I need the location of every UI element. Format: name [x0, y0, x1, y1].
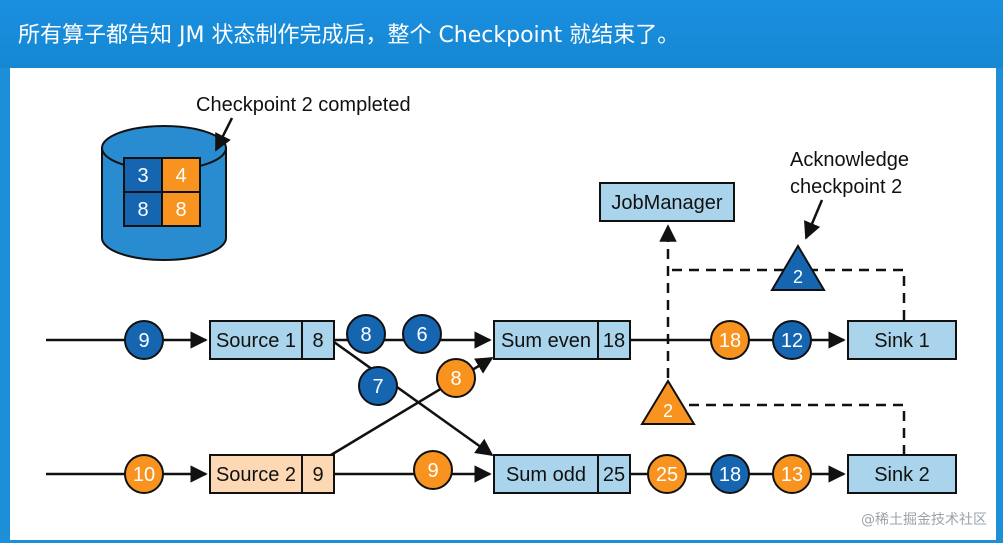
record-s1-even-b: 6 — [402, 314, 442, 354]
ack-caption-line1: Acknowledge — [790, 149, 909, 171]
svg-text:18: 18 — [719, 330, 741, 352]
svg-text:7: 7 — [372, 376, 383, 398]
ack-line-sink1 — [668, 268, 906, 320]
svg-text:8: 8 — [360, 324, 371, 346]
svg-text:6: 6 — [416, 324, 427, 346]
svg-text:9: 9 — [427, 460, 438, 482]
storage-caption-arrow — [214, 117, 234, 152]
svg-text:18: 18 — [719, 464, 741, 486]
record-even-out-b: 12 — [772, 320, 812, 360]
record-s2-even: 8 — [436, 358, 476, 398]
storage-cell-2-value: 4 — [175, 165, 186, 187]
storage-cell-1 — [123, 157, 163, 193]
storage-cell-4 — [161, 191, 201, 227]
ack-line-sink2 — [668, 403, 906, 455]
record-odd-out-a: 25 — [647, 454, 687, 494]
record-s1-odd: 7 — [358, 366, 398, 406]
record-s2-odd: 9 — [413, 450, 453, 490]
source1-state: 8 — [312, 330, 323, 352]
sink2-operator: Sink 2 — [847, 454, 957, 494]
storage-cell-1-value: 3 — [137, 165, 148, 187]
barrier-mid-label: 2 — [663, 401, 673, 421]
sink2-label: Sink 2 — [874, 464, 930, 486]
svg-text:25: 25 — [656, 464, 678, 486]
sumeven-state: 18 — [603, 330, 625, 352]
barrier-top: 2 — [770, 244, 826, 291]
sumodd-operator: Sum odd 25 — [493, 454, 631, 494]
record-odd-out-c: 13 — [772, 454, 812, 494]
record-odd-out-b: 18 — [710, 454, 750, 494]
ack-caption-arrow — [804, 199, 824, 240]
slide-title: 所有算子都告知 JM 状态制作完成后，整个 Checkpoint 就结束了。 — [18, 23, 680, 48]
record-s1-even-a: 8 — [346, 314, 386, 354]
source2-label: Source 2 — [216, 464, 296, 486]
storage-cell-4-value: 8 — [175, 199, 186, 221]
ack-caption-line2: checkpoint 2 — [790, 176, 902, 198]
source2-state: 9 — [312, 464, 323, 486]
svg-text:13: 13 — [781, 464, 803, 486]
source1-operator: Source 1 8 — [209, 320, 335, 360]
svg-text:12: 12 — [781, 330, 803, 352]
jobmanager-label: JobManager — [611, 192, 723, 214]
barrier-mid: 2 — [640, 379, 696, 425]
svg-text:9: 9 — [138, 330, 149, 352]
storage-cell-3-value: 8 — [137, 199, 148, 221]
source2-operator: Source 2 9 — [209, 454, 335, 494]
sumodd-label: Sum odd — [506, 464, 586, 486]
jobmanager-box — [599, 182, 735, 222]
source1-to-sumodd — [333, 340, 494, 457]
record-even-out-a: 18 — [710, 320, 750, 360]
source1-label: Source 1 — [216, 330, 296, 352]
sumeven-label: Sum even — [501, 330, 591, 352]
sumodd-state: 25 — [603, 464, 625, 486]
svg-text:8: 8 — [450, 368, 461, 390]
watermark: @稀土掘金技术社区 — [861, 512, 987, 528]
record-in2: 10 — [124, 454, 164, 494]
sink1-label: Sink 1 — [874, 330, 930, 352]
storage-caption: Checkpoint 2 completed — [196, 94, 411, 116]
title-bar: 所有算子都告知 JM 状态制作完成后，整个 Checkpoint 就结束了。 — [0, 0, 1003, 68]
barrier-top-label: 2 — [793, 267, 803, 287]
sumeven-operator: Sum even 18 — [493, 320, 631, 360]
state-storage: 3 4 8 8 — [101, 125, 227, 261]
record-in1: 9 — [124, 320, 164, 360]
sink1-operator: Sink 1 — [847, 320, 957, 360]
svg-text:10: 10 — [133, 464, 155, 486]
